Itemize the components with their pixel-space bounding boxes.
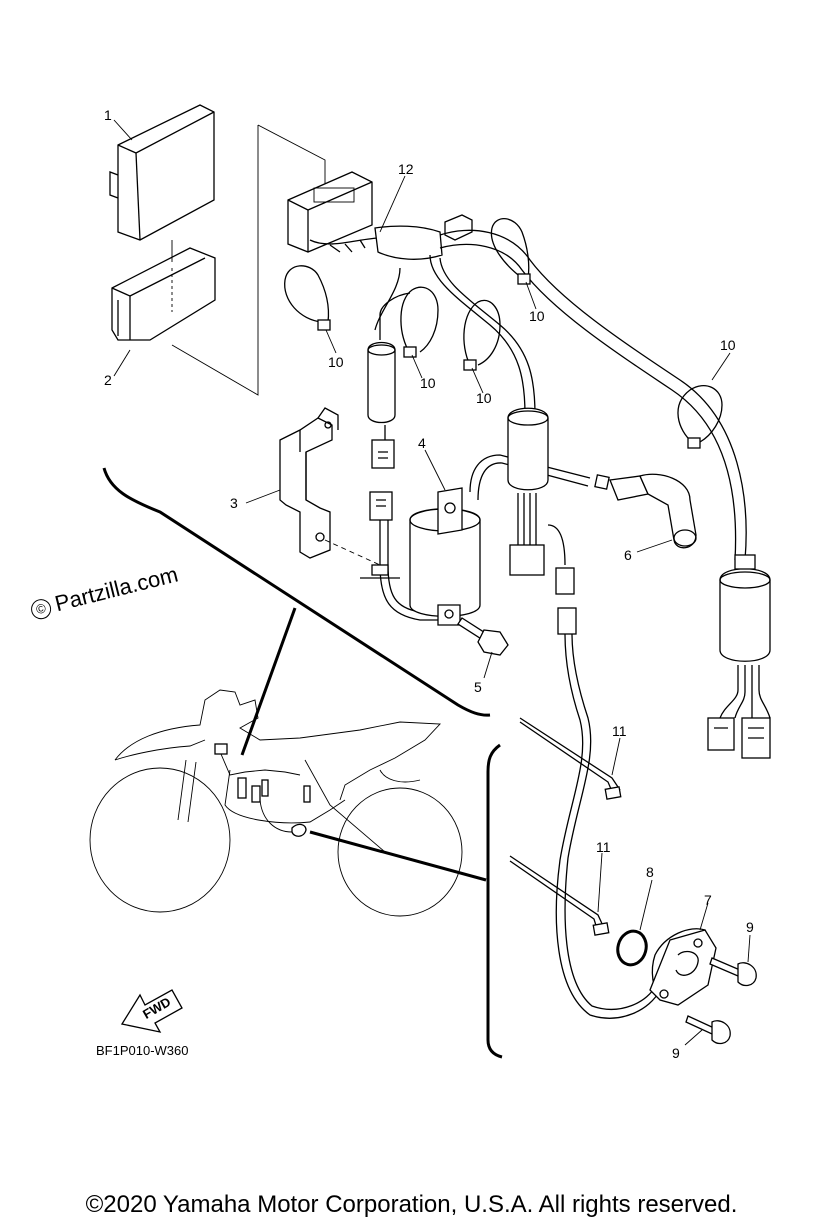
diagram-code: BF1P010-W360	[96, 1043, 189, 1058]
callout-5: 5	[474, 679, 482, 695]
wire-clamp[interactable]	[490, 218, 531, 285]
cdi-unit[interactable]	[360, 292, 450, 621]
spark-plug-cap[interactable]	[594, 473, 697, 549]
wire-clamp[interactable]	[400, 286, 439, 358]
callout-10-a: 10	[328, 354, 344, 370]
callout-10-e: 10	[720, 337, 736, 353]
callout-12: 12	[398, 161, 414, 177]
wire-clamp[interactable]	[677, 385, 723, 449]
callout-11-lower: 11	[596, 839, 611, 855]
cdi-module[interactable]	[507, 407, 661, 1019]
callout-10-d: 10	[529, 308, 545, 324]
wire-clamp[interactable]	[463, 299, 501, 371]
callout-6: 6	[624, 547, 632, 563]
callout-8: 8	[646, 864, 654, 880]
ecu-unit[interactable]	[109, 104, 215, 241]
callout-2: 2	[104, 372, 112, 388]
callout-10-b: 10	[420, 375, 436, 391]
pickup-sensor[interactable]	[649, 928, 717, 1006]
callout-1: 1	[104, 107, 112, 123]
callout-11-upper: 11	[612, 723, 627, 739]
cable-band[interactable]	[509, 855, 610, 936]
wire-clamp[interactable]	[284, 265, 331, 331]
fwd-arrow-icon: FWD	[120, 989, 183, 1033]
screw[interactable]	[685, 1015, 731, 1045]
bolt[interactable]	[457, 617, 509, 656]
callout-3: 3	[230, 495, 238, 511]
regulator-rectifier[interactable]	[707, 554, 771, 759]
o-ring[interactable]	[614, 928, 650, 968]
callout-7: 7	[704, 892, 712, 908]
motorcycle-outline	[89, 689, 463, 917]
ecu-holder[interactable]	[111, 240, 216, 341]
copyright-notice: ©2020 Yamaha Motor Corporation, U.S.A. A…	[85, 1191, 738, 1218]
watermark-copyright-symbol: ©	[28, 597, 54, 622]
wire-harness[interactable]	[287, 171, 747, 561]
callout-9-lower: 9	[672, 1045, 680, 1061]
callout-9-upper: 9	[746, 919, 754, 935]
callout-numbers: 1 2 3 4 5 6 7 8 9 9 10 10 10 10 10 11 11…	[104, 107, 754, 1061]
cable-band[interactable]	[519, 717, 622, 800]
callout-10-c: 10	[476, 390, 492, 406]
leader-lines	[113, 119, 751, 1046]
screw[interactable]	[709, 957, 757, 987]
ignition-coil[interactable]	[409, 454, 591, 626]
bracket[interactable]	[279, 407, 381, 566]
callout-4: 4	[418, 435, 426, 451]
